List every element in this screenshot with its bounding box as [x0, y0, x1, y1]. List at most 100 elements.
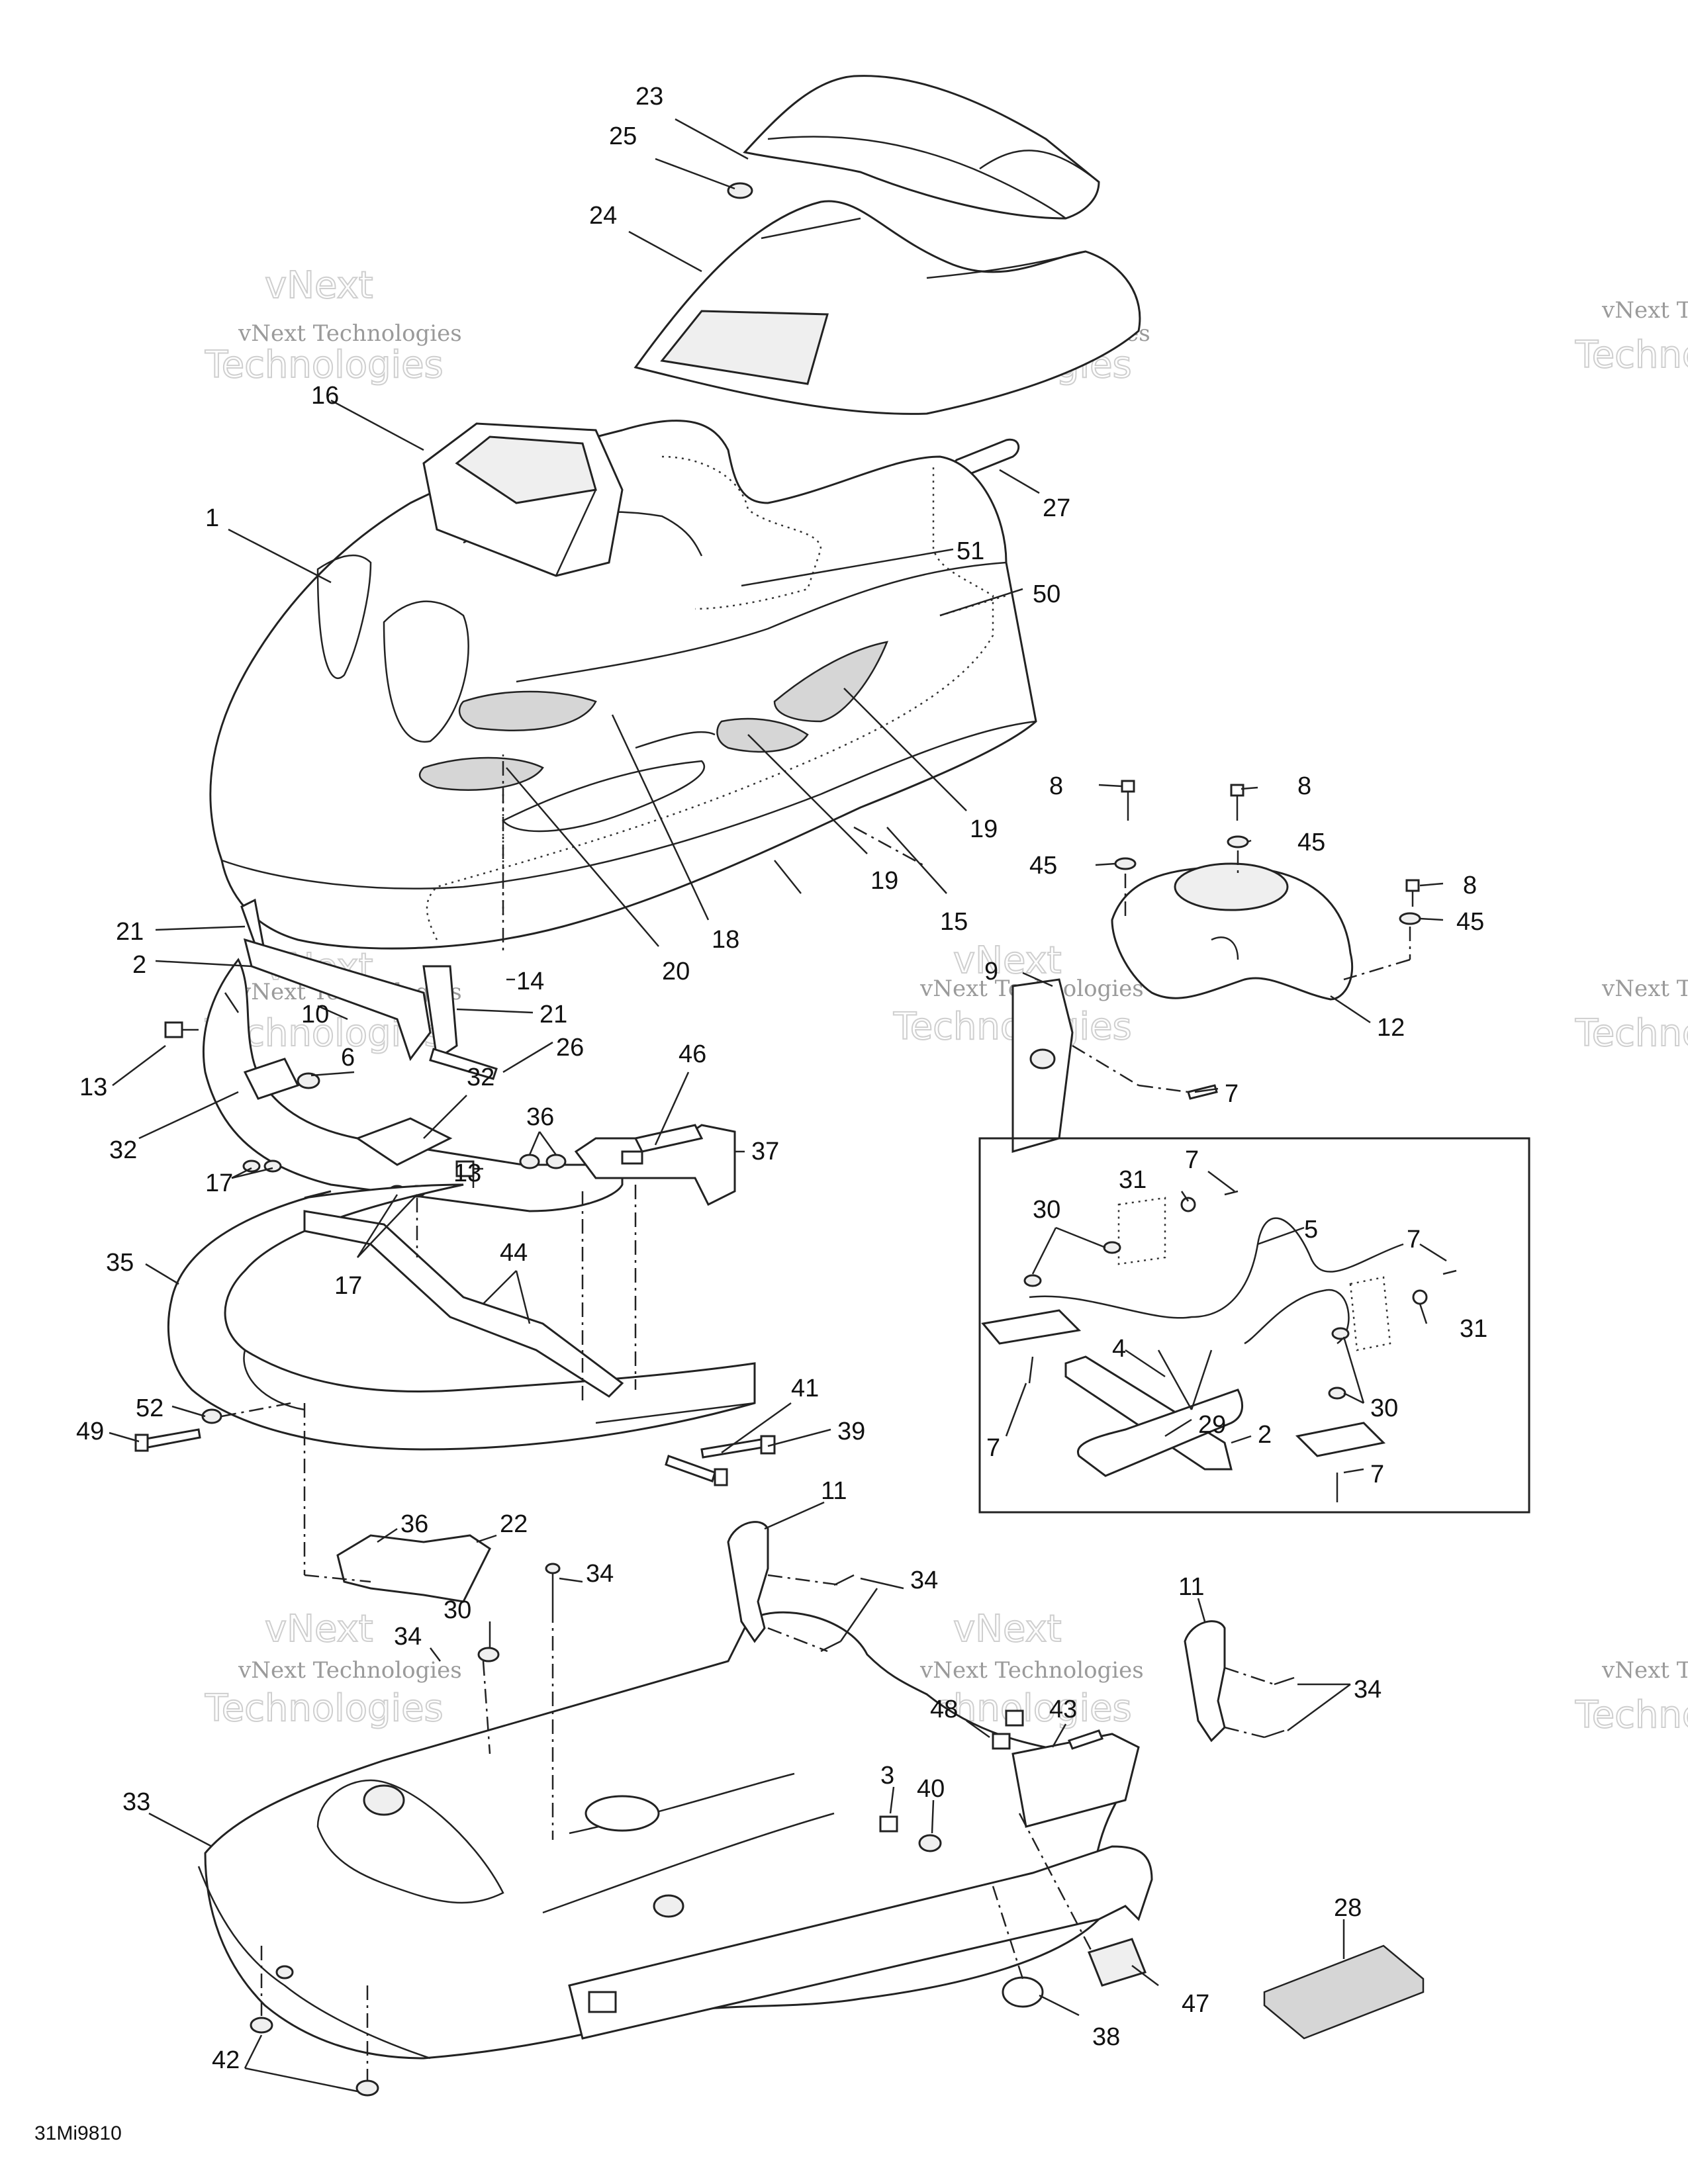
callout-5: 5	[1304, 1216, 1318, 1244]
callout-23: 23	[635, 83, 663, 111]
console-part	[422, 422, 624, 577]
callout-49: 49	[76, 1418, 104, 1445]
callout-3: 3	[880, 1762, 894, 1790]
callout-40: 40	[917, 1775, 945, 1803]
watermark: vNext vNext Technologies Technologies	[204, 1607, 462, 1731]
watermark: vNext Technologies Technologies	[1574, 297, 1688, 377]
figure-code: 31Mi9810	[34, 2122, 122, 2144]
drain-plug-part	[1002, 1976, 1044, 2008]
hull-part	[197, 1611, 1153, 2060]
callout-9: 9	[984, 958, 998, 985]
watermark-line1: vNext Technologies	[238, 320, 462, 347]
callout-36: 36	[526, 1103, 554, 1131]
watermark-line1: vNext Technologies	[238, 1657, 462, 1684]
callout-6: 6	[341, 1044, 355, 1071]
watermark: vNext Technologies Technologies	[1574, 976, 1688, 1056]
callout-34: 34	[586, 1560, 614, 1588]
callout-24: 24	[589, 202, 617, 230]
callout-32: 32	[467, 1064, 494, 1091]
callout-34: 34	[1354, 1676, 1382, 1704]
watermark-line1: vNext Technologies	[1601, 976, 1688, 1002]
callout-45: 45	[1297, 829, 1325, 856]
callout-10: 10	[301, 1001, 329, 1028]
callout-17: 17	[334, 1272, 362, 1300]
callout-30: 30	[1033, 1196, 1060, 1224]
watermark-line0: vNext	[265, 264, 373, 307]
callout-11: 11	[821, 1477, 847, 1505]
watermark-line2: Technologies	[205, 1687, 444, 1730]
side-bracket-part	[1184, 1620, 1226, 1743]
callout-42: 42	[212, 2046, 240, 2074]
watermark-line1: vNext Technologies	[1601, 297, 1688, 324]
bolts	[134, 1408, 776, 1486]
label-plate-part	[1088, 1938, 1147, 1987]
callout-1: 1	[205, 504, 219, 532]
callout-28: 28	[1334, 1894, 1362, 1922]
seat-cover-part	[743, 75, 1100, 220]
callout-27: 27	[1043, 494, 1070, 522]
watermark-line2: Technologies	[205, 343, 444, 387]
watermark-line2: Technologies	[1575, 334, 1688, 377]
callout-35: 35	[106, 1249, 134, 1277]
callout-45: 45	[1456, 908, 1484, 936]
side-bracket-part	[727, 1521, 769, 1643]
callout-31: 31	[1119, 1166, 1147, 1194]
foam-pad-part	[1263, 1944, 1425, 2040]
callout-26: 26	[556, 1034, 584, 1062]
callout-33: 33	[122, 1788, 150, 1816]
callout-50: 50	[1033, 580, 1060, 608]
watermark: vNext vNext Technologies Technologies	[204, 263, 462, 387]
callout-18: 18	[712, 926, 739, 954]
callout-7: 7	[1185, 1146, 1199, 1174]
callout-12: 12	[1377, 1014, 1405, 1042]
callout-13: 13	[79, 1073, 107, 1101]
callout-32: 32	[109, 1136, 137, 1164]
seat-base-part	[633, 200, 1141, 415]
cable-kit-inset	[978, 1137, 1530, 1514]
hood-body-part	[209, 420, 1037, 950]
callout-7: 7	[986, 1434, 1000, 1462]
grommet-part	[727, 182, 753, 199]
watermark-line0: vNext	[953, 939, 1062, 982]
callout-14: 14	[516, 968, 544, 995]
watermark-line1: vNext Technologies	[919, 1657, 1144, 1684]
callout-29: 29	[1198, 1411, 1226, 1439]
rear-bracket-part	[336, 1534, 491, 1603]
callout-34: 34	[910, 1567, 938, 1594]
callout-38: 38	[1092, 2023, 1120, 2051]
callout-25: 25	[609, 122, 637, 150]
leader-lines	[109, 118, 1447, 2093]
callout-4: 4	[1112, 1335, 1126, 1363]
callout-31: 31	[1460, 1315, 1487, 1343]
callout-37: 37	[751, 1138, 779, 1165]
callout-47: 47	[1182, 1990, 1209, 2018]
callout-11: 11	[1178, 1573, 1204, 1601]
callout-45: 45	[1029, 852, 1057, 880]
callout-7: 7	[1407, 1226, 1421, 1253]
callout-48: 48	[930, 1696, 958, 1723]
callout-30: 30	[444, 1596, 471, 1624]
callout-36: 36	[400, 1510, 428, 1538]
watermark-line2: Technologies	[1575, 1012, 1688, 1055]
callout-34: 34	[394, 1623, 422, 1651]
callout-41: 41	[791, 1375, 819, 1402]
watermark: vNext Technologies Technologies	[1574, 1657, 1688, 1737]
screws	[1114, 780, 1421, 1100]
inset-frame	[978, 1137, 1530, 1514]
watermark-line1: vNext Technologies	[1601, 1657, 1688, 1684]
callout-52: 52	[136, 1394, 164, 1422]
callout-7: 7	[1370, 1461, 1384, 1488]
callout-30: 30	[1370, 1394, 1398, 1422]
assembly-lines	[221, 761, 1411, 2081]
watermark-line0: vNext	[265, 1608, 373, 1651]
tank-cover-part	[1111, 862, 1354, 1001]
callout-7: 7	[1225, 1080, 1239, 1108]
watermark-line2: Technologies	[1575, 1694, 1688, 1737]
callout-17: 17	[205, 1169, 233, 1197]
callout-15: 15	[940, 908, 968, 936]
tank-bracket-hole	[1029, 1048, 1056, 1069]
callout-20: 20	[662, 958, 690, 985]
callout-16: 16	[311, 382, 339, 410]
callout-labels: 23 25 24 16 27 1 51 50 19 19 18 20 15 8 …	[76, 83, 1487, 2074]
callout-22: 22	[500, 1510, 528, 1538]
